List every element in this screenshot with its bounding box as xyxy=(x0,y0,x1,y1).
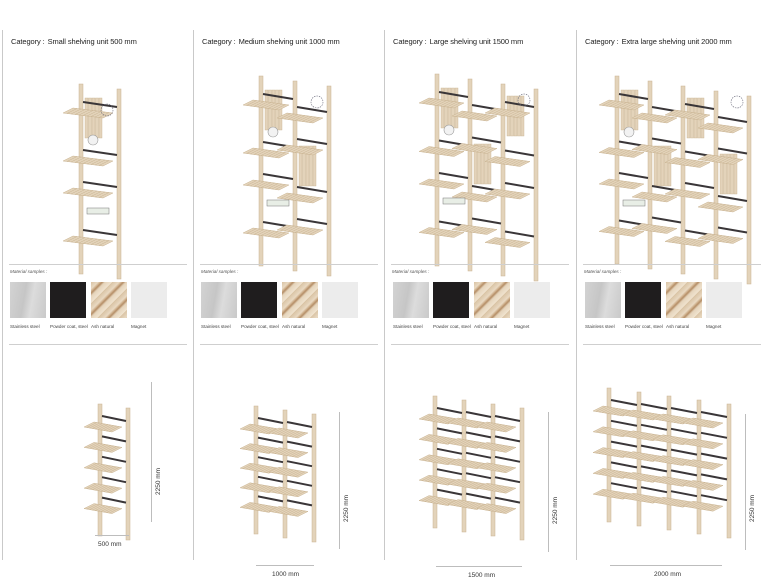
width-dimension: 2000 mm xyxy=(654,571,682,578)
swatch-label: Magnet xyxy=(322,324,338,329)
height-dimension: 2250 mm xyxy=(552,496,559,524)
swatch-label: Stainless steel xyxy=(201,324,231,329)
swatch-powder-coat xyxy=(50,282,86,318)
height-dimension-line xyxy=(548,412,549,552)
width-dimension-line xyxy=(436,566,522,567)
material-samples-label: Material samples : xyxy=(392,269,430,274)
width-dimension: 1000 mm xyxy=(272,571,300,578)
category-title: Category :Medium shelving unit 1000 mm xyxy=(202,37,340,46)
category-value: Medium shelving unit 1000 mm xyxy=(238,37,340,46)
swatch-label: Ash natural xyxy=(666,324,690,329)
swatch-stainless-steel xyxy=(10,282,46,318)
category-label: Category : xyxy=(393,37,427,46)
category-title: Category :Extra large shelving unit 2000… xyxy=(585,37,732,46)
divider xyxy=(200,344,378,345)
swatch-ash-natural xyxy=(91,282,127,318)
height-dimension-line xyxy=(745,414,746,550)
swatch-label: Powder coat, steel xyxy=(50,324,88,329)
category-label: Category : xyxy=(585,37,619,46)
shelf-illustration-large xyxy=(418,73,539,282)
divider xyxy=(391,264,569,265)
shelf-illustration-medium xyxy=(242,75,332,277)
shelf-illustration-extra-large xyxy=(598,75,752,285)
swatch-label: Powder coat, steel xyxy=(241,324,279,329)
swatch-stainless-steel xyxy=(201,282,237,318)
category-value: Extra large shelving unit 2000 mm xyxy=(621,37,732,46)
category-title: Category :Small shelving unit 500 mm xyxy=(11,37,137,46)
swatch-magnet xyxy=(706,282,742,318)
divider xyxy=(9,264,187,265)
width-dimension: 500 mm xyxy=(98,541,122,548)
swatch-label: Ash natural xyxy=(282,324,306,329)
material-samples-label: Material samples : xyxy=(584,269,622,274)
divider xyxy=(9,344,187,345)
swatch-ash-natural xyxy=(282,282,318,318)
height-dimension: 2250 mm xyxy=(155,467,162,495)
swatch-stainless-steel xyxy=(393,282,429,318)
width-dimension-line xyxy=(610,565,722,566)
width-dimension-line xyxy=(95,535,129,536)
category-value: Large shelving unit 1500 mm xyxy=(429,37,524,46)
shelf-illustration-small xyxy=(62,83,122,280)
width-dimension-line xyxy=(256,565,314,566)
swatch-label: Ash natural xyxy=(91,324,115,329)
height-dimension: 2250 mm xyxy=(343,494,350,522)
swatch-magnet xyxy=(514,282,550,318)
swatch-ash-natural xyxy=(666,282,702,318)
swatch-powder-coat xyxy=(241,282,277,318)
divider xyxy=(391,344,569,345)
swatch-label: Magnet xyxy=(514,324,530,329)
swatch-label: Powder coat, steel xyxy=(625,324,663,329)
divider xyxy=(200,264,378,265)
divider xyxy=(583,344,761,345)
panel-medium: Category :Medium shelving unit 1000 mm M… xyxy=(193,30,383,578)
swatch-label: Magnet xyxy=(706,324,722,329)
shelf-diagram-extra-large xyxy=(592,387,732,539)
category-label: Category : xyxy=(202,37,236,46)
panel-large: Category :Large shelving unit 1500 mm Ma… xyxy=(384,30,575,579)
swatch-label: Stainless steel xyxy=(10,324,40,329)
height-dimension-line xyxy=(151,382,152,522)
category-value: Small shelving unit 500 mm xyxy=(47,37,137,46)
shelf-diagram-medium xyxy=(239,405,317,543)
height-dimension-line xyxy=(339,412,340,549)
swatch-ash-natural xyxy=(474,282,510,318)
material-samples-label: Material samples : xyxy=(10,269,48,274)
swatch-label: Powder coat, steel xyxy=(433,324,471,329)
shelf-diagram-small xyxy=(83,403,131,541)
material-samples-label: Material samples : xyxy=(201,269,239,274)
category-title: Category :Large shelving unit 1500 mm xyxy=(393,37,523,46)
swatch-magnet xyxy=(131,282,167,318)
swatch-label: Magnet xyxy=(131,324,147,329)
swatch-label: Stainless steel xyxy=(585,324,615,329)
swatch-label: Ash natural xyxy=(474,324,498,329)
category-label: Category : xyxy=(11,37,45,46)
swatch-label: Stainless steel xyxy=(393,324,423,329)
shelf-diagram-large xyxy=(418,395,525,541)
swatch-powder-coat xyxy=(433,282,469,318)
swatch-powder-coat xyxy=(625,282,661,318)
swatch-stainless-steel xyxy=(585,282,621,318)
swatch-magnet xyxy=(322,282,358,318)
height-dimension: 2250 mm xyxy=(749,494,756,522)
divider xyxy=(583,264,761,265)
panel-small: Category :Small shelving unit 500 mm Mat… xyxy=(2,30,192,560)
width-dimension: 1500 mm xyxy=(468,572,496,579)
panel-extra-large: Category :Extra large shelving unit 2000… xyxy=(576,30,767,578)
